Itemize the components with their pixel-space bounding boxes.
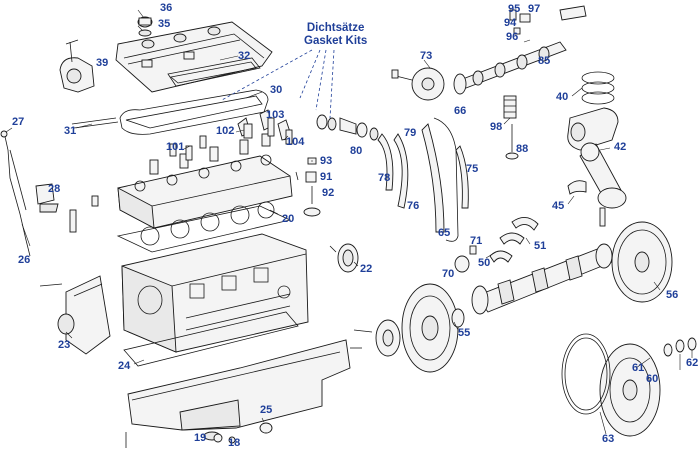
part-label: 27 <box>12 116 25 128</box>
gasket-kit-leaders <box>221 49 335 119</box>
ring-gear <box>561 333 611 415</box>
part-label: 45 <box>552 200 565 212</box>
part-label: 32 <box>238 50 251 62</box>
part-label: 55 <box>458 327 471 339</box>
part-label: 42 <box>614 141 627 153</box>
part-label: 70 <box>442 268 455 280</box>
part-label: 63 <box>602 433 615 445</box>
camshaft-sprocket <box>391 67 445 101</box>
callout-line-2: Gasket Kits <box>304 35 368 47</box>
oil-pan-plugs <box>125 422 273 448</box>
part-label: 102 <box>216 125 235 137</box>
camshaft <box>453 41 567 95</box>
part-label: 18 <box>228 437 241 449</box>
part-label: 91 <box>320 171 333 183</box>
dipstick <box>0 130 31 257</box>
cam-followers-94-97 <box>509 5 587 35</box>
valve-cover <box>115 21 273 93</box>
part-label: 101 <box>166 141 185 153</box>
valve-spring-pack <box>503 95 519 160</box>
part-label: 24 <box>118 360 131 372</box>
piston <box>567 107 619 151</box>
part-label: 36 <box>160 2 173 14</box>
part-label: 50 <box>478 257 491 269</box>
part-label: 92 <box>322 187 335 199</box>
part-label: 73 <box>420 50 433 62</box>
callout-line-1: Dichtsätze <box>306 22 365 34</box>
part-label: 19 <box>194 432 207 444</box>
part-label: 71 <box>470 235 483 247</box>
part-label: 79 <box>404 127 417 139</box>
head-gasket <box>116 201 292 253</box>
flexplate <box>611 221 673 303</box>
connecting-rod <box>567 142 627 227</box>
part-label: 40 <box>556 91 569 103</box>
leader-lines <box>5 9 693 435</box>
timing-cover <box>39 275 111 355</box>
part-label: 104 <box>286 136 305 148</box>
part-label: 62 <box>686 357 699 369</box>
oil-pan-gasket <box>123 311 299 367</box>
injector-set <box>185 117 293 161</box>
part-label: 88 <box>516 143 529 155</box>
rocker-gasket <box>71 89 269 135</box>
part-label: 96 <box>506 31 519 43</box>
part-label: 78 <box>378 172 391 184</box>
valve-cover-gasket <box>167 57 261 87</box>
crankshaft-seal-front <box>329 243 359 273</box>
pilot-bearing-parts <box>663 337 697 357</box>
part-label: 20 <box>282 213 295 225</box>
part-label: 30 <box>270 84 283 96</box>
pulley-hub <box>350 308 465 357</box>
part-label: 75 <box>466 163 479 175</box>
oil-pan <box>127 339 351 441</box>
part-label: 60 <box>646 373 659 385</box>
chain-guides <box>377 117 469 242</box>
part-label: 76 <box>407 200 420 212</box>
part-label: 66 <box>454 105 467 117</box>
part-label: 98 <box>490 121 503 133</box>
oil-filler-cap <box>137 16 153 37</box>
part-label: 23 <box>58 339 71 351</box>
vibration-damper <box>401 283 459 373</box>
part-label: 95 <box>508 3 521 15</box>
part-label: 85 <box>538 55 551 67</box>
engine-block <box>121 233 309 353</box>
gasket-kit-callout: Dichtsätze Gasket Kits <box>304 22 367 48</box>
part-label: 28 <box>48 183 61 195</box>
part-label: 39 <box>96 57 109 69</box>
part-label: 22 <box>360 263 373 275</box>
valve-stem-seals <box>316 114 379 141</box>
engine-mount <box>35 183 99 233</box>
flywheel <box>599 343 661 437</box>
piston-rings <box>581 71 615 105</box>
main-bearings <box>489 217 539 263</box>
part-label: 25 <box>260 404 273 416</box>
part-label: 61 <box>632 362 645 374</box>
chain-sprocket-70 <box>454 245 477 273</box>
part-label: 94 <box>504 17 517 29</box>
part-label: 80 <box>350 145 363 157</box>
part-label: 103 <box>266 109 285 121</box>
part-label: 93 <box>320 155 333 167</box>
part-label: 31 <box>64 125 77 137</box>
part-label: 35 <box>158 18 171 30</box>
part-label: 26 <box>18 254 31 266</box>
valve-assembly <box>295 157 321 217</box>
thermostat-housing <box>59 39 95 93</box>
cylinder-head <box>117 133 293 229</box>
part-label: 56 <box>666 289 679 301</box>
part-label: 51 <box>534 240 547 252</box>
part-label: 65 <box>438 227 451 239</box>
part-label: 97 <box>528 3 541 15</box>
